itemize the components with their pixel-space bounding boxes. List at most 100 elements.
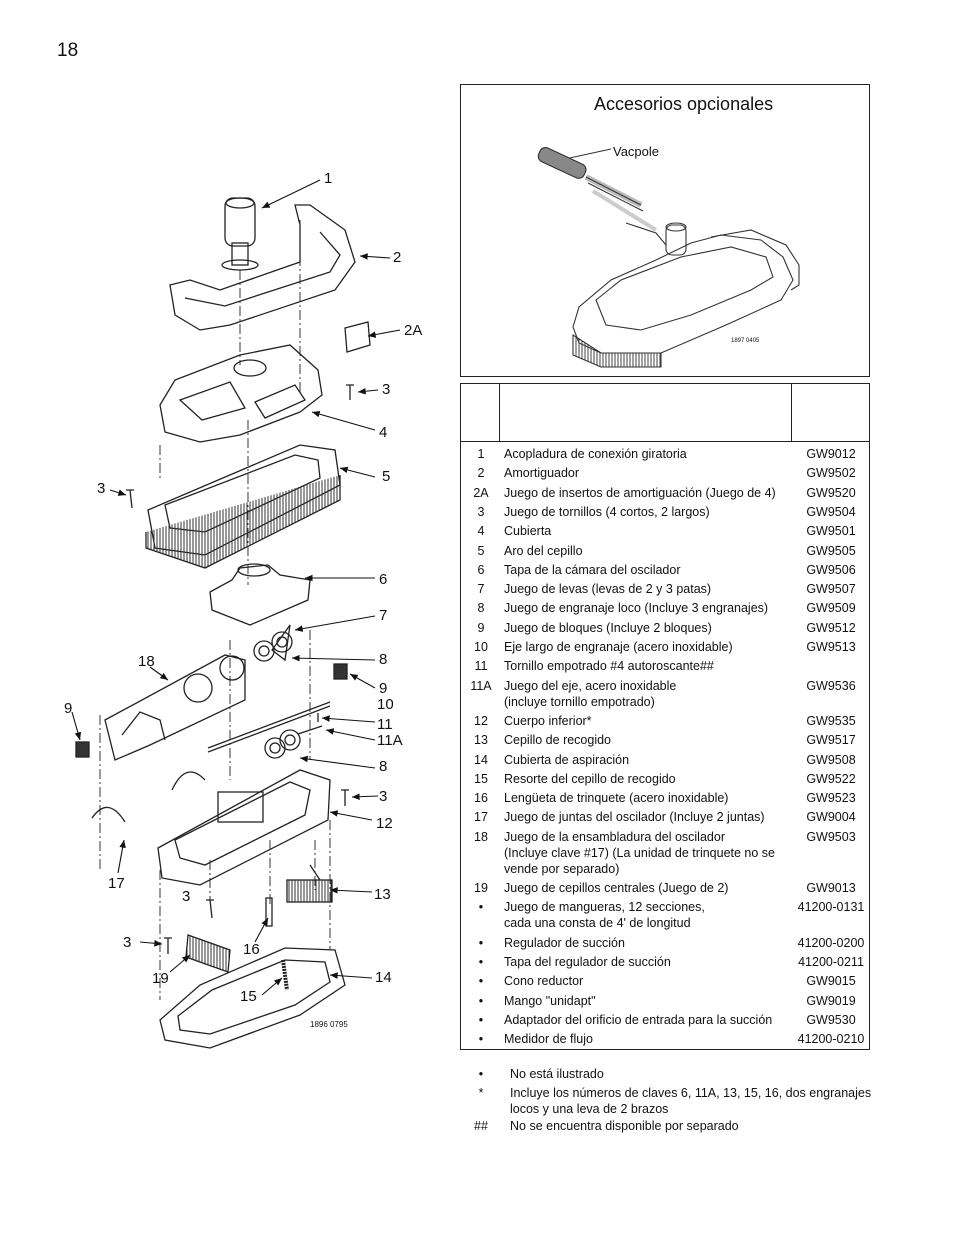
part-key: 6 xyxy=(477,562,485,577)
callout-2: 2 xyxy=(393,249,402,266)
callout-15: 15 xyxy=(240,988,257,1005)
footnote-symbol: ## xyxy=(474,1119,488,1133)
callout-10: 10 xyxy=(377,696,394,713)
part-key: 8 xyxy=(477,601,485,616)
part-description: Cubierta xyxy=(504,524,552,539)
part-description: Mango "unidapt" xyxy=(504,993,596,1008)
footnote-text: No se encuentra disponible por separado xyxy=(510,1119,739,1133)
part-key: • xyxy=(478,1012,484,1027)
part-key: 1 xyxy=(477,447,485,461)
part-key: 7 xyxy=(477,582,485,597)
callout-9: 9 xyxy=(64,700,73,717)
part-description: Eje largo de engranaje (acero inoxidable… xyxy=(504,640,733,654)
part-number: GW9502 xyxy=(806,466,856,481)
callout-2a: 2A xyxy=(404,322,423,339)
part-number: GW9535 xyxy=(806,713,856,728)
page-number: 18 xyxy=(57,40,79,61)
part-key: 18 xyxy=(474,829,488,844)
part-description: Juego de engranaje loco (Incluye 3 engra… xyxy=(504,601,769,616)
part-key: 11 xyxy=(474,659,488,674)
part-description: Juego de bloques (Incluye 2 bloques) xyxy=(504,620,712,635)
footnote-symbol: • xyxy=(478,1067,484,1081)
part-number: GW9507 xyxy=(806,582,856,597)
part-number: GW9004 xyxy=(806,810,856,825)
diagram-figure-code: 1896 0795 xyxy=(310,1020,348,1029)
callout-19: 19 xyxy=(152,970,169,987)
part-number: 41200-0131 xyxy=(797,900,865,915)
exploded-diagram-art xyxy=(71,179,401,1049)
callout-14: 14 xyxy=(375,969,392,986)
part-key: • xyxy=(478,1032,484,1047)
footnote-symbol: * xyxy=(478,1086,484,1100)
part-description: Juego de juntas del oscilador (Incluye 2… xyxy=(504,810,765,825)
part-number: GW9536 xyxy=(806,678,856,693)
part-description: Juego de mangueras, 12 secciones,cada un… xyxy=(504,900,705,931)
part-description: Juego de insertos de amortiguación (Jueg… xyxy=(504,485,776,500)
part-description: Resorte del cepillo de recogido xyxy=(504,771,676,786)
part-number: 41200-0211 xyxy=(798,954,864,969)
part-number: GW9019 xyxy=(806,993,856,1008)
callout-11: 11 xyxy=(377,716,393,733)
part-description: Amortiguador xyxy=(504,466,580,481)
part-description: Cuerpo inferior* xyxy=(504,713,592,728)
part-number: GW9015 xyxy=(806,974,856,989)
part-number: GW9503 xyxy=(806,829,856,844)
callout-7: 7 xyxy=(379,607,388,624)
part-description: Juego de tornillos (4 cortos, 2 largos) xyxy=(504,504,710,519)
part-number: GW9513 xyxy=(806,640,856,654)
exploded-parts-diagram: 1 2 2A 3 4 5 3 6 7 18 8 9 9 10 11 11A 8 … xyxy=(0,0,460,1235)
callout-8: 8 xyxy=(379,758,388,775)
part-key: 12 xyxy=(474,713,488,728)
part-key: • xyxy=(478,974,484,989)
part-key: • xyxy=(478,993,484,1008)
callout-3: 3 xyxy=(182,888,191,905)
part-key: 11A xyxy=(470,678,492,693)
part-number: GW9508 xyxy=(806,752,856,767)
part-key: 9 xyxy=(477,620,485,635)
callout-3: 3 xyxy=(382,381,391,398)
callout-6: 6 xyxy=(379,571,388,588)
part-number: GW9520 xyxy=(806,485,856,500)
part-key: 13 xyxy=(474,733,488,748)
callout-3: 3 xyxy=(379,788,388,805)
part-number: GW9523 xyxy=(806,791,856,806)
part-key: 15 xyxy=(474,771,488,786)
part-key: 14 xyxy=(474,752,488,767)
part-number: GW9509 xyxy=(806,601,856,616)
part-description: Medidor de flujo xyxy=(504,1032,593,1047)
callout-16: 16 xyxy=(243,941,260,958)
part-number: GW9012 xyxy=(806,447,856,461)
part-key: • xyxy=(478,900,484,915)
callout-4: 4 xyxy=(379,424,388,441)
part-number: GW9512 xyxy=(806,620,856,635)
part-description: Tapa de la cámara del oscilador xyxy=(504,562,681,577)
callout-1: 1 xyxy=(324,170,333,187)
part-key: 16 xyxy=(474,791,488,806)
part-key: 2A xyxy=(473,485,489,500)
part-key: 10 xyxy=(474,640,488,654)
part-key: 5 xyxy=(477,543,485,558)
part-number: GW9522 xyxy=(806,771,856,786)
part-number: GW9517 xyxy=(806,733,856,748)
part-key: 4 xyxy=(477,524,485,539)
accessories-figure-code: 1897 0405 xyxy=(731,338,760,344)
part-description: Cubierta de aspiración xyxy=(504,752,630,767)
callout-11a: 11A xyxy=(377,732,403,749)
part-description: Cepillo de recogido xyxy=(504,733,612,748)
callout-8: 8 xyxy=(379,651,388,668)
part-key: 19 xyxy=(474,881,488,895)
part-description: Juego de la ensambladura del oscilador(I… xyxy=(504,829,776,876)
part-number: GW9506 xyxy=(806,562,856,577)
callout-18: 18 xyxy=(138,653,155,670)
part-description: Juego de cepillos centrales (Juego de 2) xyxy=(504,881,729,895)
callout-5: 5 xyxy=(382,468,391,485)
part-key: 17 xyxy=(474,810,488,825)
vacpole-label: Vacpole xyxy=(613,144,660,159)
parts-list-table: 1 Acopladura de conexión giratoria GW9012 2… xyxy=(460,383,870,1050)
part-description: Acopladura de conexión giratoria xyxy=(504,447,687,461)
footnote-text: No está ilustrado xyxy=(510,1067,604,1081)
footnote-text: Incluye los números de claves 6, 11A, 13… xyxy=(510,1086,872,1116)
accessories-panel: Accesorios opcionales Vacpole 1897 0405 xyxy=(460,84,870,377)
part-number: GW9501 xyxy=(806,524,856,539)
callout-3: 3 xyxy=(97,480,106,497)
